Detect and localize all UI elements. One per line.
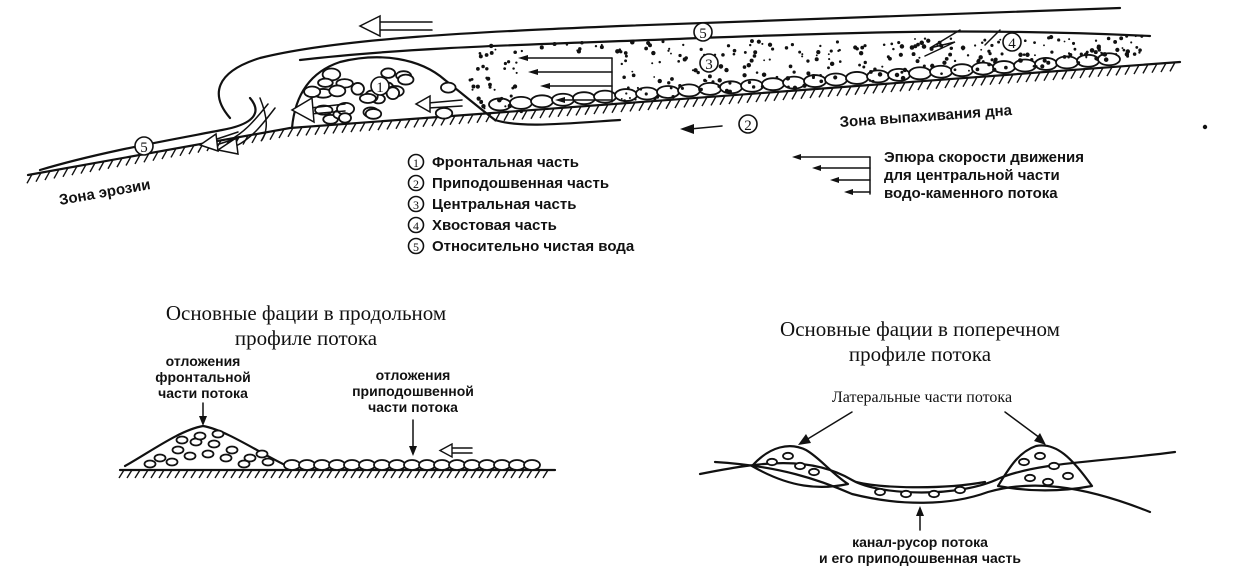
- legend-item: 4 Хвостовая часть: [409, 217, 557, 234]
- legend-item: 2 Приподошвенная часть: [409, 175, 610, 192]
- base-deposit-label: части потока: [368, 399, 458, 415]
- channel-deposit: [856, 482, 985, 487]
- svg-text:1: 1: [413, 156, 419, 170]
- zone-erosion-label: Зона эрозии: [58, 176, 152, 209]
- front-deposit-label: отложения: [166, 353, 241, 369]
- legend-item: 5 Относительно чистая вода: [409, 238, 635, 255]
- velocity-legend: Эпюра скорости движения для центральной …: [792, 149, 1084, 202]
- transverse-title: профиле потока: [849, 342, 992, 366]
- channel-label: канал-русор потока: [852, 534, 988, 550]
- svg-text:3: 3: [413, 198, 419, 212]
- front-deposit-label: части потока: [158, 385, 248, 401]
- marker-4: 4: [1008, 36, 1016, 52]
- longitudinal-hatching: [119, 470, 548, 478]
- longitudinal-pebbles: [284, 460, 540, 470]
- parts-legend: 1 Фронтальная часть 2 Приподошвенная час…: [409, 154, 635, 255]
- velocity-legend-line: Эпюра скорости движения: [884, 149, 1084, 166]
- front-deposit-label: фронтальной: [155, 369, 251, 385]
- svg-text:Относительно чистая вода: Относительно чистая вода: [432, 238, 635, 255]
- velocity-legend-line: водо-каменного потока: [884, 185, 1058, 202]
- base-deposit-label: приподошвенной: [352, 383, 474, 399]
- marker-5-left: 5: [140, 140, 148, 156]
- velocity-legend-line: для центральной части: [884, 167, 1060, 184]
- zone-plowing-label: Зона выпахивания дна: [839, 102, 1013, 131]
- longitudinal-title: профиле потока: [235, 326, 378, 350]
- svg-text:Приподошвенная часть: Приподошвенная часть: [432, 175, 609, 192]
- legend-item: 3 Центральная часть: [409, 196, 577, 213]
- svg-text:2: 2: [413, 177, 419, 191]
- marker-2: 2: [744, 118, 752, 134]
- lateral-parts-label: Латеральные части потока: [832, 389, 1012, 406]
- marker-1: 1: [376, 80, 384, 96]
- base-deposit-label: отложения: [376, 367, 451, 383]
- svg-text:5: 5: [413, 240, 419, 254]
- channel-label: и его приподошвенная часть: [819, 550, 1021, 566]
- svg-text:Фронтальная часть: Фронтальная часть: [432, 154, 579, 171]
- longitudinal-title: Основные фации в продольном: [166, 301, 446, 325]
- transverse-title: Основные фации в поперечном: [780, 317, 1060, 341]
- svg-text:4: 4: [413, 219, 419, 233]
- marker-5-top: 5: [699, 26, 707, 42]
- longitudinal-profile: Основные фации в продольном профиле пото…: [119, 301, 555, 478]
- svg-text:Центральная часть: Центральная часть: [432, 196, 576, 213]
- svg-text:Хвостовая часть: Хвостовая часть: [432, 217, 557, 234]
- base-pebbles: [489, 53, 1120, 110]
- legend-item: 1 Фронтальная часть: [409, 154, 579, 171]
- transverse-profile: Основные фации в поперечном профиле пото…: [700, 317, 1175, 566]
- marker-3: 3: [705, 57, 713, 73]
